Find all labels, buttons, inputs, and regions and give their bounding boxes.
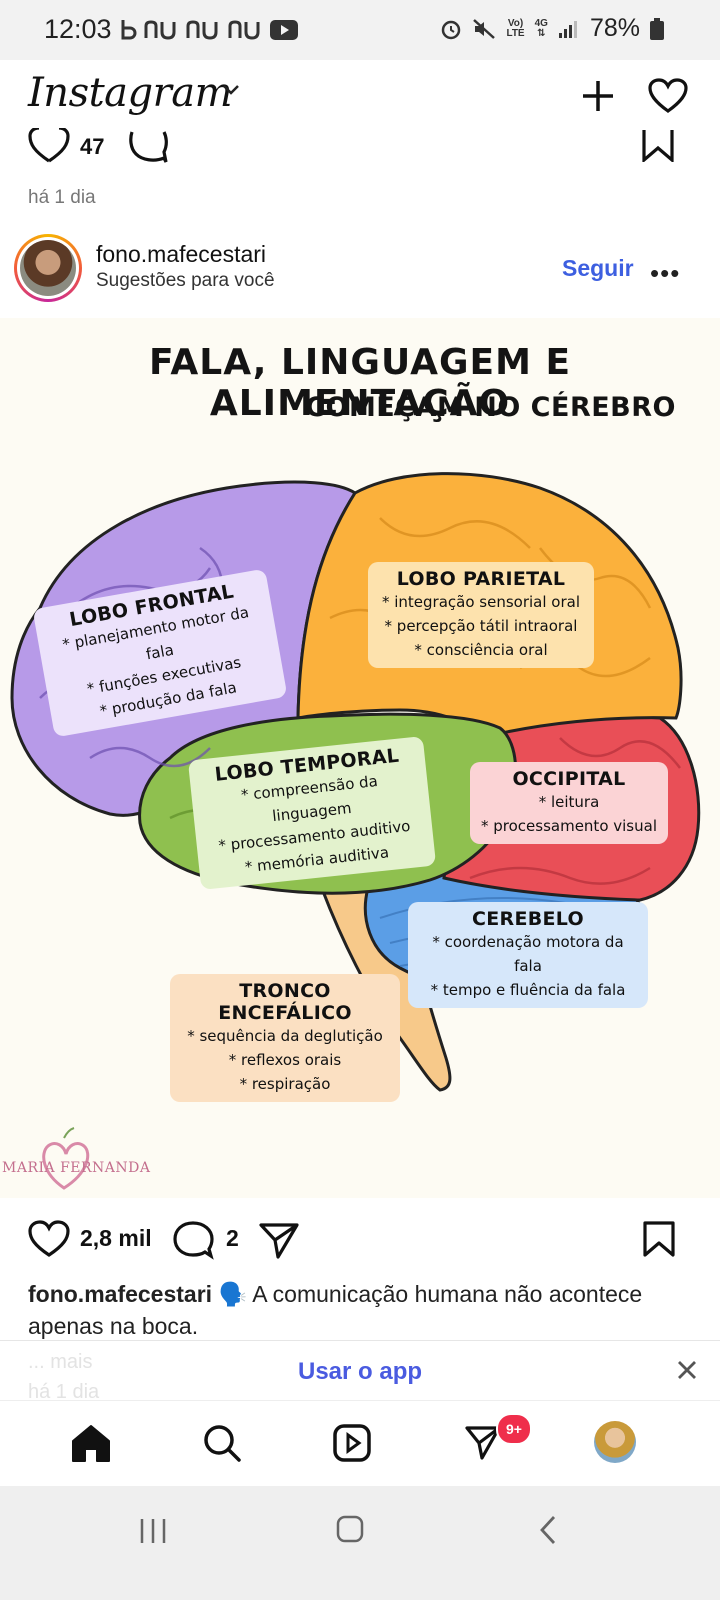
mute-icon (473, 18, 496, 39)
parietal-line: * percepção tátil intraoral (384, 617, 578, 635)
messages-badge: 9+ (496, 1413, 532, 1445)
occipital-label-box: OCCIPITAL * leitura * processamento visu… (470, 762, 668, 844)
alarm-icon (442, 20, 461, 39)
temporal-label-box: LOBO TEMPORAL * compreensão da linguagem… (187, 736, 437, 890)
previous-post-date: há 1 dia (28, 187, 96, 208)
save-bookmark-icon[interactable] (642, 1220, 676, 1258)
youtube-icon (270, 20, 298, 40)
caption-username[interactable]: fono.mafecestari (28, 1281, 213, 1307)
faded-caption-more: ... mais há 1 dia (28, 1351, 100, 1403)
app-header: Instagram (0, 60, 720, 134)
post-avatar[interactable] (14, 234, 82, 302)
like-count[interactable]: 2,8 mil (80, 1225, 152, 1251)
like-heart-icon[interactable] (28, 1220, 70, 1258)
battery-percent: 78% (589, 14, 640, 42)
post-suggestion-label: Sugestões para você (96, 270, 275, 291)
comment-count[interactable]: 2 (226, 1225, 239, 1251)
tronco-label-box: TRONCO ENCEFÁLICO * sequência da degluti… (170, 974, 400, 1102)
post-image[interactable]: FALA, LINGUAGEM E ALIMENTAÇÃO COMEÇAM NO… (0, 318, 720, 1198)
watermark-text: MARIA FERNANDA (2, 1160, 151, 1176)
tronco-title: TRONCO ENCEFÁLICO (218, 980, 352, 1024)
like-heart-icon[interactable] (28, 128, 70, 164)
status-right: Vo) LTE 4G ⇅ 78% (440, 14, 664, 43)
watermark-logo (42, 1127, 90, 1190)
use-app-button[interactable]: Usar o app (297, 1358, 423, 1385)
volte-indicator: Vo) LTE (506, 17, 525, 39)
chevron-down-icon[interactable] (222, 84, 240, 96)
use-app-banner: ... mais há 1 dia Usar o app (0, 1340, 720, 1403)
image-subtitle: COMEÇAM NO CÉREBRO (305, 392, 676, 423)
post-username[interactable]: fono.mafecestari (96, 241, 267, 267)
parietal-line: * integração sensorial oral (381, 593, 581, 611)
profile-avatar[interactable] (594, 1421, 636, 1463)
battery-icon (650, 17, 664, 40)
tronco-line: * respiração (239, 1075, 331, 1093)
previous-post-actions: 47 (0, 128, 720, 172)
image-title: FALA, LINGUAGEM E ALIMENTAÇÃO (148, 342, 572, 424)
cerebelo-title: CEREBELO (472, 908, 584, 930)
follow-button[interactable]: Seguir (562, 255, 634, 281)
comment-icon[interactable] (172, 1220, 214, 1260)
tronco-line: * reflexos orais (228, 1051, 342, 1069)
more-options-button[interactable]: ••• (650, 258, 681, 288)
cerebelo-line: * tempo e fluência da fala (430, 981, 626, 999)
previous-like-count: 47 (80, 134, 105, 159)
status-time: 12:03 (44, 14, 112, 44)
b-app-icon (121, 20, 137, 40)
occipital-gyri (469, 737, 681, 885)
occipital-line: * processamento visual (480, 817, 657, 835)
plus-icon[interactable] (580, 78, 616, 114)
nu-icon (144, 20, 176, 40)
home-button-icon[interactable] (335, 1514, 365, 1544)
notification-icons (120, 18, 298, 42)
close-icon[interactable] (676, 1359, 698, 1381)
instagram-logo[interactable]: Instagram (28, 70, 233, 116)
occipital-title: OCCIPITAL (512, 768, 626, 790)
parietal-title: LOBO PARIETAL (396, 568, 566, 590)
home-icon[interactable] (70, 1423, 112, 1463)
parietal-label-box: LOBO PARIETAL * integração sensorial ora… (368, 562, 594, 668)
caption-text: 🗣️ A comunicação humana não acontece ape… (28, 1281, 643, 1339)
signal-icon (558, 20, 577, 38)
nu-icon (186, 20, 218, 40)
status-bar: 12:03 Vo) LTE 4G ⇅ 78% (0, 0, 720, 60)
comment-icon[interactable] (128, 128, 168, 164)
parietal-line: * consciência oral (414, 641, 548, 659)
nu-icon (228, 20, 260, 40)
save-bookmark-icon[interactable] (642, 128, 674, 162)
messages-send-icon[interactable] (464, 1423, 502, 1461)
post-actions: 2,8 mil 2 (0, 1212, 720, 1268)
heart-icon[interactable] (648, 78, 688, 114)
back-icon[interactable] (536, 1514, 560, 1546)
tronco-line: * sequência da deglutição (187, 1027, 383, 1045)
recent-apps-icon[interactable] (138, 1516, 168, 1546)
system-navigation-bar (0, 1486, 720, 1600)
post-caption: fono.mafecestari 🗣️ A comunicação humana… (28, 1278, 694, 1342)
cerebelo-label-box: CEREBELO * coordenação motora da fala * … (408, 902, 648, 1008)
reels-icon[interactable] (332, 1423, 372, 1463)
avatar-photo (20, 240, 76, 296)
share-send-icon[interactable] (258, 1220, 300, 1260)
network-indicator: 4G ⇅ (534, 17, 548, 39)
cerebelo-line: * coordenação motora da fala (432, 933, 624, 975)
occipital-line: * leitura (538, 793, 600, 811)
search-icon[interactable] (202, 1423, 242, 1463)
bottom-nav: 9+ (0, 1400, 720, 1486)
post-header: fono.mafecestari Sugestões para você Seg… (0, 234, 720, 312)
